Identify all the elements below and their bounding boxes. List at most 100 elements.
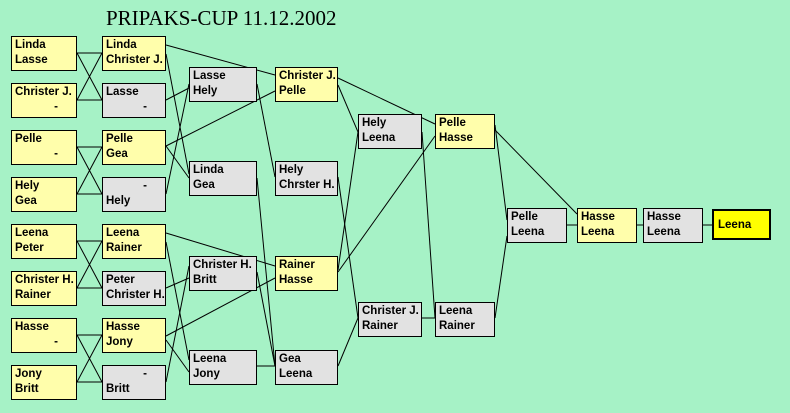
player-name: Rainer xyxy=(439,320,475,332)
player-name: Gea xyxy=(15,195,37,207)
player-name: Hasse xyxy=(439,132,473,144)
player-name: Hely xyxy=(279,164,304,176)
player-name: Lasse xyxy=(106,86,139,98)
connector-line xyxy=(337,84,359,133)
connector-line xyxy=(165,87,190,101)
player-name: Leena xyxy=(106,227,140,239)
connector-line xyxy=(337,317,359,367)
match-box-m21: Christer J. Pelle xyxy=(275,67,338,102)
player-name: Hasse xyxy=(581,211,615,223)
player-name: Jony xyxy=(15,368,42,380)
player-name: Hasse xyxy=(15,321,49,333)
player-name: Gea xyxy=(193,179,215,191)
player-name: Hely xyxy=(106,195,131,207)
player-name: Britt xyxy=(193,274,217,286)
connector-line xyxy=(256,271,276,367)
player-name: Rainer xyxy=(15,289,51,301)
champion-box: Leena xyxy=(712,209,771,240)
player-name: Pelle xyxy=(511,211,538,223)
player-name: Linda xyxy=(106,39,137,51)
connector-line xyxy=(165,277,190,289)
player-name: - xyxy=(143,368,147,380)
connector-line xyxy=(76,146,103,195)
player-name: Pelle xyxy=(15,133,42,145)
player-name: Gea xyxy=(279,353,301,365)
player-name: Linda xyxy=(193,164,224,176)
player-name: Pelle xyxy=(439,117,466,129)
connector-line xyxy=(337,176,359,319)
player-name: - xyxy=(54,148,58,160)
player-name: Jony xyxy=(106,336,133,348)
player-name: Christer J. xyxy=(362,305,419,317)
match-box-m12: -Hely xyxy=(102,177,166,212)
player-name: Britt xyxy=(15,383,39,395)
match-box-m2: Christer J.- xyxy=(11,83,77,118)
connector-line xyxy=(256,83,276,178)
connector-line xyxy=(165,53,190,175)
player-name: Hasse xyxy=(106,321,140,333)
player-name: Hely xyxy=(362,117,387,129)
player-name: Leena xyxy=(581,226,615,238)
connector-line xyxy=(165,265,190,383)
match-box-m16: - Britt xyxy=(102,365,166,400)
player-name: - xyxy=(54,336,58,348)
player-name: Lasse xyxy=(193,70,226,82)
player-name: - xyxy=(143,101,147,113)
connector-line xyxy=(165,339,190,373)
connector-line xyxy=(165,83,190,195)
player-name: Leena xyxy=(362,132,396,144)
player-name: Peter xyxy=(106,274,135,286)
champion-name: Leena xyxy=(718,219,752,231)
player-name: Hasse xyxy=(279,274,313,286)
connector-line xyxy=(76,240,103,289)
match-box-m10: Lasse- xyxy=(102,83,166,118)
connector-line xyxy=(76,52,103,101)
player-name: Pelle xyxy=(279,85,306,97)
player-name: Leena xyxy=(511,226,545,238)
player-name: Britt xyxy=(106,383,130,395)
player-name: Gea xyxy=(106,148,128,160)
player-name: Christer J. xyxy=(279,70,336,82)
player-name: - xyxy=(54,101,58,113)
connector-line xyxy=(494,124,508,221)
player-name: Christer H. xyxy=(15,274,74,286)
match-box-m7: Hasse- xyxy=(11,318,77,353)
player-name: Leena xyxy=(439,305,473,317)
player-name: Rainer xyxy=(106,242,142,254)
player-name: Lasse xyxy=(15,54,48,66)
player-name: Christer H. xyxy=(106,289,165,301)
match-box-m19: Christer H. Britt xyxy=(189,256,257,291)
player-name: Leena xyxy=(279,368,313,380)
player-name: Hely xyxy=(193,85,218,97)
player-name: Rainer xyxy=(362,320,398,332)
connector-line xyxy=(256,177,276,367)
player-name: Leena xyxy=(647,226,681,238)
player-name: Hely xyxy=(15,180,40,192)
connector-line xyxy=(337,135,436,273)
player-name: Christer H. xyxy=(193,259,252,271)
connector-line xyxy=(337,131,359,271)
match-box-m26: Christer J. Rainer xyxy=(358,302,422,337)
connector-line xyxy=(494,129,578,215)
match-box-m6: Christer H. Rainer xyxy=(11,271,77,306)
player-name: Christer J. xyxy=(106,54,163,66)
player-name: Leena xyxy=(15,227,49,239)
